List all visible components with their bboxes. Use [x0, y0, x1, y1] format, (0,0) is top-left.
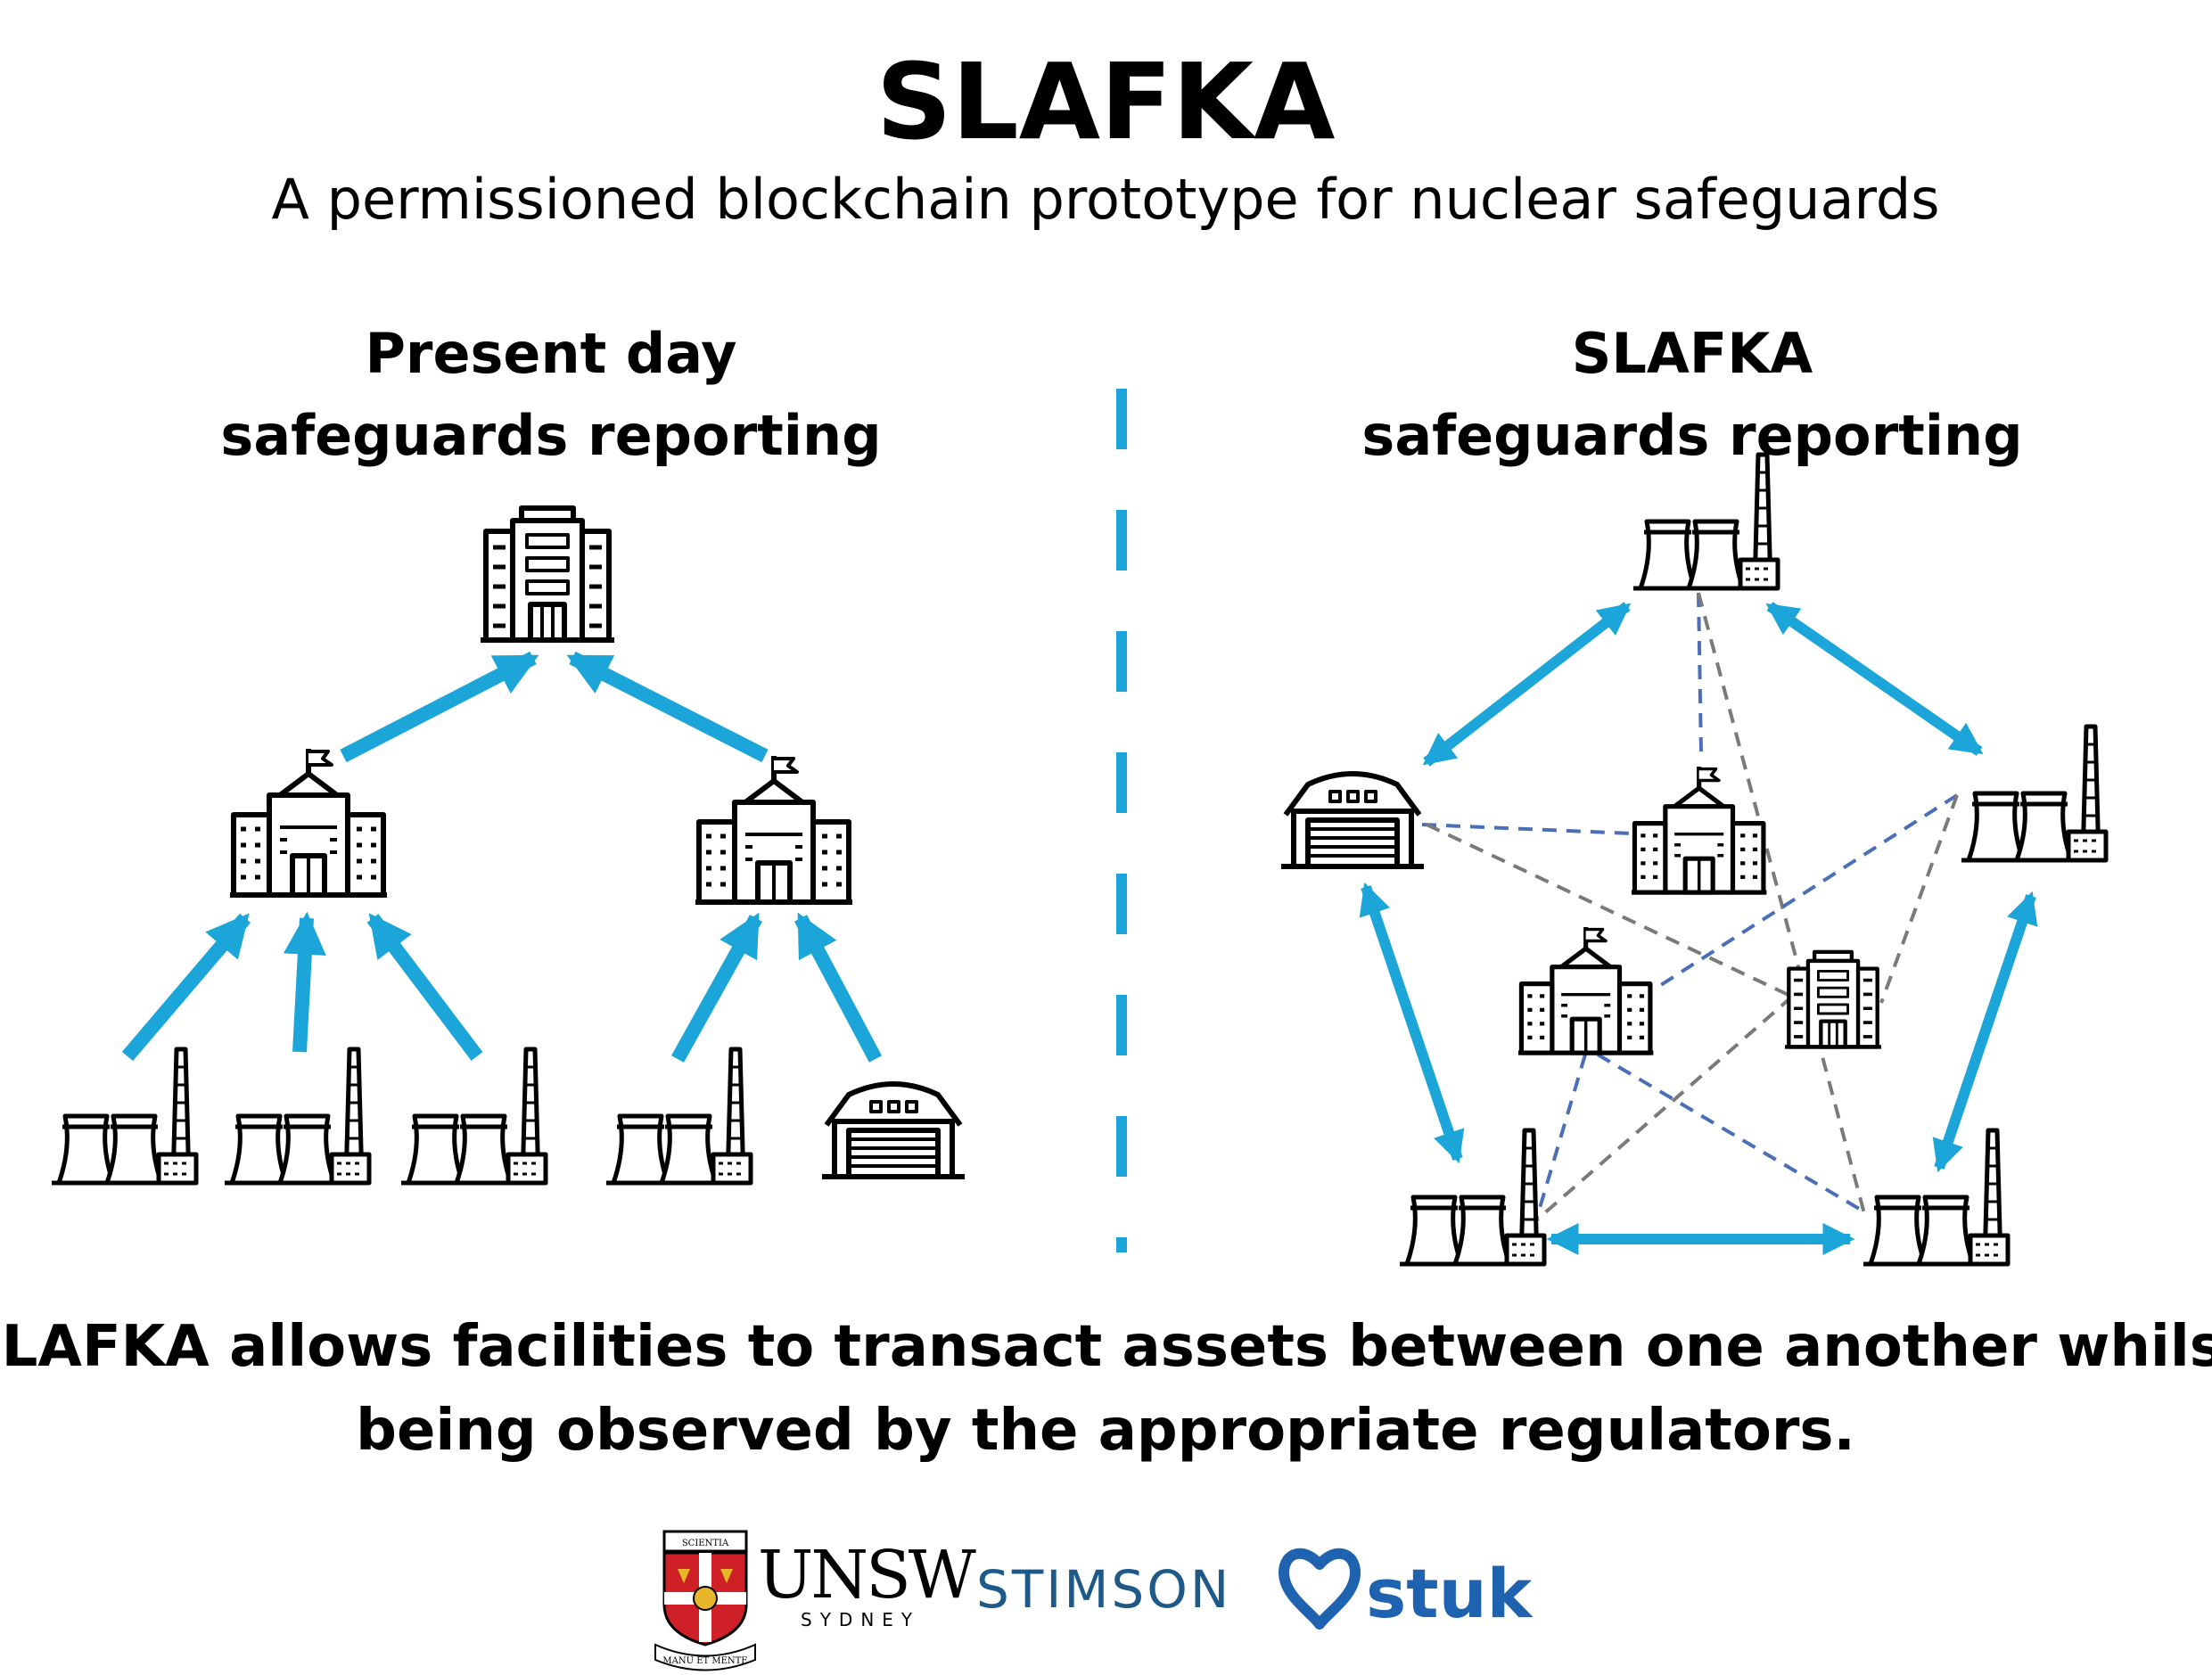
right-heading-line2: safeguards reporting [1361, 403, 2022, 468]
observer-link [1697, 592, 1867, 1218]
observer-link [1879, 794, 1959, 1004]
nuclear-plant-icon [1961, 727, 2106, 860]
arrow-regulator1-to-agency [340, 651, 539, 763]
caption-line2: being observed by the appropriate regula… [356, 1398, 1855, 1464]
unsw-sydney: SYDNEY [801, 1609, 920, 1630]
crest-top-scroll: SCIENTIA [682, 1539, 729, 1548]
arrow-warehouse-plantD [1359, 882, 1465, 1164]
nuclear-plant-icon [1863, 1130, 2008, 1264]
unsw-wordmark: UNSW [758, 1537, 976, 1613]
caption-line1: SLAFKA allows facilities to transact ass… [0, 1314, 2212, 1380]
nuclear-plant-icon [52, 1049, 196, 1183]
observer-link [1596, 1053, 1867, 1214]
regulator-building-icon [695, 756, 852, 902]
nuclear-plant-icon [401, 1049, 546, 1183]
nuclear-plant-icon [606, 1049, 751, 1183]
warehouse-icon [1281, 774, 1424, 866]
arrow-plant1-to-regulator1 [121, 913, 251, 1062]
left-hierarchy-arrows [121, 651, 883, 1063]
left-heading-line1: Present day [365, 321, 736, 386]
arrow-regulator2-to-agency [566, 651, 769, 763]
arrow-warehouse-to-regulator2 [794, 912, 883, 1063]
regulator-building-icon [230, 749, 387, 895]
unsw-logo: SCIENTIA MANU ET MENTE UNSW SYDNEY [654, 1530, 979, 1671]
observer-links [1421, 592, 1959, 1224]
arrow-plantA-plantB [1765, 602, 1984, 756]
observer-link [1534, 995, 1794, 1223]
stuk-logo: stuk [1279, 1548, 1534, 1633]
arrow-plant4-to-regulator2 [671, 912, 762, 1063]
right-heading-line1: SLAFKA [1572, 321, 1813, 386]
observer-link [1697, 592, 1703, 754]
stimson-logo: STIMSON [976, 1559, 1231, 1620]
regulator-building-icon [1632, 767, 1766, 892]
transaction-arrows [1359, 602, 2038, 1255]
crest-motto-scroll: MANU ET MENTE [662, 1656, 747, 1666]
observer-link [1652, 793, 1959, 991]
arrow-plantB-plantC [1932, 891, 2038, 1173]
stuk-wordmark: stuk [1366, 1554, 1534, 1633]
left-heading-line2: safeguards reporting [220, 403, 881, 468]
arrow-plant3-to-regulator1 [366, 913, 483, 1061]
observer-link [1534, 1054, 1587, 1224]
observer-link [1421, 823, 1632, 835]
observer-link [1426, 823, 1793, 998]
warehouse-icon [822, 1084, 965, 1177]
agency-tower-icon [481, 508, 614, 640]
nuclear-plant-icon [225, 1049, 369, 1183]
stuk-heart-icon [1279, 1548, 1361, 1630]
unsw-crest: SCIENTIA MANU ET MENTE [654, 1530, 756, 1671]
page-subtitle: A permissioned blockchain prototype for … [271, 167, 1939, 232]
nuclear-plant-icon [1633, 455, 1778, 588]
page-title: SLAFKA [876, 40, 1336, 163]
nuclear-plant-icon [1400, 1130, 1544, 1264]
arrow-plantA-warehouse [1422, 602, 1632, 767]
arrow-plant2-to-regulator1 [283, 911, 326, 1053]
regulator-building-icon [1518, 927, 1653, 1053]
